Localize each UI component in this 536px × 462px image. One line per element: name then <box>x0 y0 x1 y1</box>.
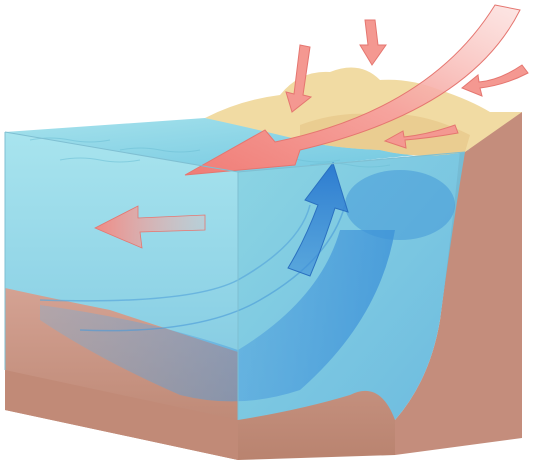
deep-flow-line-1 <box>39 204 311 302</box>
wind-arrow-main <box>184 4 521 176</box>
block-edges <box>4 131 466 420</box>
upwelling-zone <box>345 170 455 240</box>
wind-arrow-small-3 <box>461 64 529 97</box>
deep-flow-line-2 <box>79 204 346 332</box>
seafloor-side-wall <box>395 112 522 455</box>
upwelling-arrow <box>287 161 349 277</box>
wind-arrow-small-2 <box>285 44 313 113</box>
deep-water-flow <box>40 230 395 402</box>
wind-arrow-small-1 <box>359 19 387 66</box>
seafloor-front-face <box>5 370 238 460</box>
surface-current-arrow <box>94 205 206 249</box>
wind-arrow-small-4 <box>383 124 459 149</box>
surface-texture <box>29 137 391 168</box>
